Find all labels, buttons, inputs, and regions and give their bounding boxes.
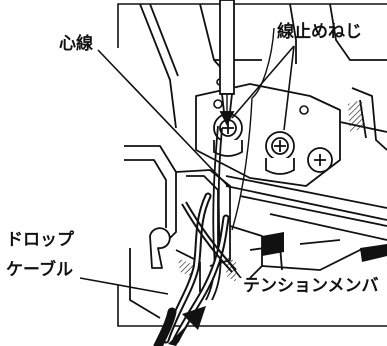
label-core-wire: 心線 bbox=[59, 34, 93, 54]
upper-wire bbox=[251, 27, 275, 99]
label-drop-cable-line1: ドロップ bbox=[6, 230, 74, 250]
screw-icon bbox=[307, 147, 333, 173]
leader-lines bbox=[79, 45, 295, 295]
screwdriver-icon bbox=[219, 0, 235, 127]
terminal-housing bbox=[124, 3, 387, 319]
illustration-frame bbox=[117, 3, 387, 327]
arrow-up-right-icon bbox=[168, 306, 206, 346]
housing-shading bbox=[178, 100, 387, 282]
label-tension-member: テンションメンバ bbox=[240, 278, 382, 295]
label-drop-cable-line2: ケーブル bbox=[6, 260, 73, 280]
screw-icon bbox=[265, 131, 295, 175]
label-fixing-screw: 線止めねじ bbox=[277, 22, 362, 42]
